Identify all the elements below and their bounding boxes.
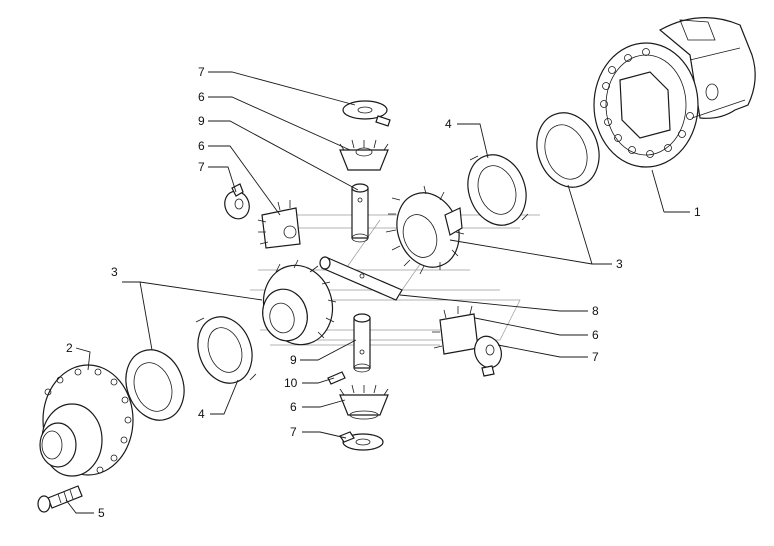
callout-4-right: 4: [445, 117, 452, 131]
pinion-washer-top: [342, 100, 391, 127]
callout-3-left: 3: [111, 265, 118, 279]
callout-9-top: 9: [198, 114, 205, 128]
side-gear-upper: [385, 185, 465, 275]
differential-case: [593, 17, 756, 168]
callout-6-top: 6: [198, 90, 205, 104]
pinion-gear-right: [432, 305, 479, 355]
pin-lower: [353, 313, 371, 373]
pin-upper: [351, 183, 369, 243]
pinion-washer-bottom: [339, 431, 384, 451]
pinion-gear-left: [257, 200, 301, 249]
cover-bolt-holes: [44, 368, 132, 474]
callout-9-bottom: 9: [290, 353, 297, 367]
callout-3-right: 3: [616, 257, 623, 271]
callout-6-right: 6: [592, 328, 599, 342]
bearing-ring-right: [536, 112, 600, 188]
callout-7-bottom: 7: [290, 425, 297, 439]
callout-4-left: 4: [198, 407, 205, 421]
callout-6-left: 6: [198, 139, 205, 153]
differential-cover: [39, 364, 134, 477]
leader-lines: [65, 71, 690, 514]
roll-pin: [327, 371, 346, 385]
pinion-gear-bottom: [339, 384, 389, 420]
cover-bolt: [37, 485, 83, 513]
callout-7-left: 7: [198, 160, 205, 174]
callout-5: 5: [98, 506, 105, 520]
callout-10: 10: [284, 376, 298, 390]
case-bolt-holes: [600, 48, 694, 158]
callout-2: 2: [66, 341, 73, 355]
spider-shaft: [319, 256, 403, 301]
thrust-washer-right: [467, 154, 529, 226]
pinion-washer-right: [474, 335, 502, 377]
callout-6-bottom: 6: [290, 400, 297, 414]
callout-7-top: 7: [198, 65, 205, 79]
pinion-washer-left: [224, 183, 250, 220]
bearing-ring-left: [125, 349, 185, 421]
side-gear-lower: [262, 259, 337, 346]
callout-7-right: 7: [592, 350, 599, 364]
callout-8: 8: [592, 304, 599, 318]
pinion-gear-top: [339, 139, 389, 171]
callout-1: 1: [694, 205, 701, 219]
callout-labels: 7 6 9 6 7 4 1 3 3 2 8 6 7 9 10 4 6 7 5: [66, 65, 701, 520]
thrust-washer-left: [195, 316, 257, 384]
